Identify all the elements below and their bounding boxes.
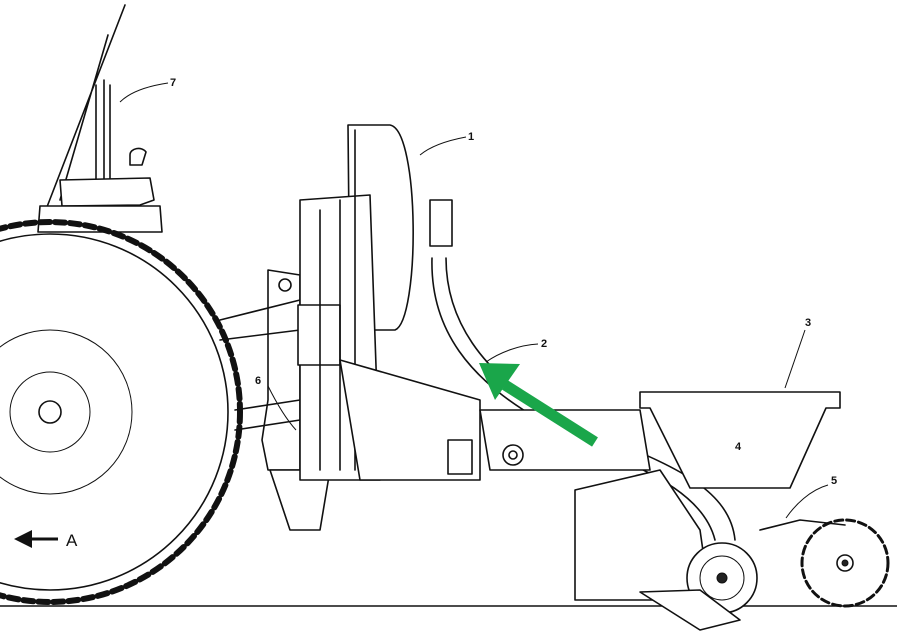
- callout-4: 4: [735, 441, 742, 453]
- seed-meter-assembly: [297, 124, 481, 481]
- callout-6: 6: [255, 375, 261, 387]
- direction-arrow: [14, 530, 58, 548]
- callout-1: 1: [468, 131, 474, 143]
- leader-3: [784, 329, 806, 389]
- direction-label: A: [66, 531, 78, 550]
- furrow-opener: [574, 469, 758, 631]
- highlight-arrow: [479, 363, 598, 447]
- callout-7: 7: [170, 77, 176, 89]
- leader-6: [267, 385, 297, 431]
- leader-2: [485, 343, 539, 363]
- tractor-wheel: [0, 219, 243, 605]
- leader-5: [785, 484, 829, 519]
- callout-2: 2: [541, 338, 547, 350]
- seed-hopper: [639, 391, 841, 489]
- callout-3: 3: [805, 317, 811, 329]
- callout-5: 5: [831, 475, 837, 487]
- closing-wheel: [759, 518, 890, 608]
- leader-1: [419, 136, 467, 156]
- parallel-arm: [479, 409, 651, 471]
- leader-7: [119, 82, 169, 103]
- tractor-cab: [37, 4, 163, 233]
